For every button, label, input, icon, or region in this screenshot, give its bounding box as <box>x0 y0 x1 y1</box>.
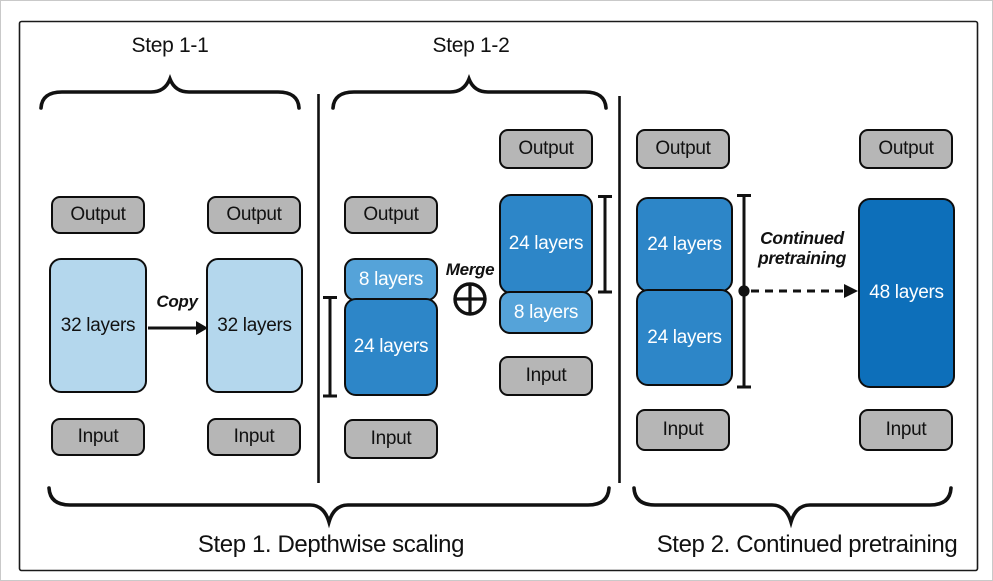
step12-left-input-box: Input <box>344 419 438 459</box>
measure-line-step12-right <box>598 197 612 293</box>
step12-right-input-box: Input <box>499 356 593 396</box>
junction-dot-icon <box>738 285 750 297</box>
step2-final-input-box: Input <box>859 409 953 451</box>
step2-final-48layers-box: 48 layers <box>858 198 955 388</box>
step1-caption: Step 1. Depthwise scaling <box>197 531 465 558</box>
brace-bottom-step2 <box>634 488 951 522</box>
measure-line-step12-left <box>323 298 337 397</box>
step12-right-24layers-box: 24 layers <box>499 194 593 294</box>
step11-source-input-box: Input <box>51 418 145 456</box>
step2-scaled-output-box: Output <box>636 129 730 169</box>
step-1-1-title: Step 1-1 <box>131 34 209 57</box>
step2-final-output-box: Output <box>859 129 953 169</box>
step2-scaled-bottom-24layers-box: 24 layers <box>636 289 733 386</box>
step2-scaled-input-box: Input <box>636 409 730 451</box>
step11-copy-layers-box: 32 layers <box>206 258 303 393</box>
continued-pretraining-label: Continued pretraining <box>757 228 847 268</box>
brace-top-step12 <box>333 79 606 108</box>
step11-source-output-box: Output <box>51 196 145 234</box>
step11-source-layers-box: 32 layers <box>49 258 147 393</box>
brace-top-step11 <box>41 79 299 108</box>
step12-right-output-box: Output <box>499 129 593 169</box>
step11-copy-input-box: Input <box>207 418 301 456</box>
step12-left-output-box: Output <box>344 196 438 234</box>
continued-pretraining-arrowhead-icon <box>844 284 858 298</box>
step12-left-8layers-box: 8 layers <box>344 258 438 301</box>
step11-copy-output-box: Output <box>207 196 301 234</box>
step2-scaled-top-24layers-box: 24 layers <box>636 197 733 292</box>
merge-oplus-cross-icon <box>455 284 485 314</box>
step12-left-24layers-box: 24 layers <box>344 298 438 396</box>
step12-right-8layers-box: 8 layers <box>499 291 593 334</box>
copy-arrowhead-icon <box>196 321 208 335</box>
copy-label: Copy <box>156 292 198 311</box>
figure-frame <box>20 22 978 571</box>
merge-label: Merge <box>445 260 495 279</box>
step-1-2-title: Step 1-2 <box>432 34 510 57</box>
step2-caption: Step 2. Continued pretraining <box>656 531 958 558</box>
brace-bottom-step1 <box>49 488 609 522</box>
